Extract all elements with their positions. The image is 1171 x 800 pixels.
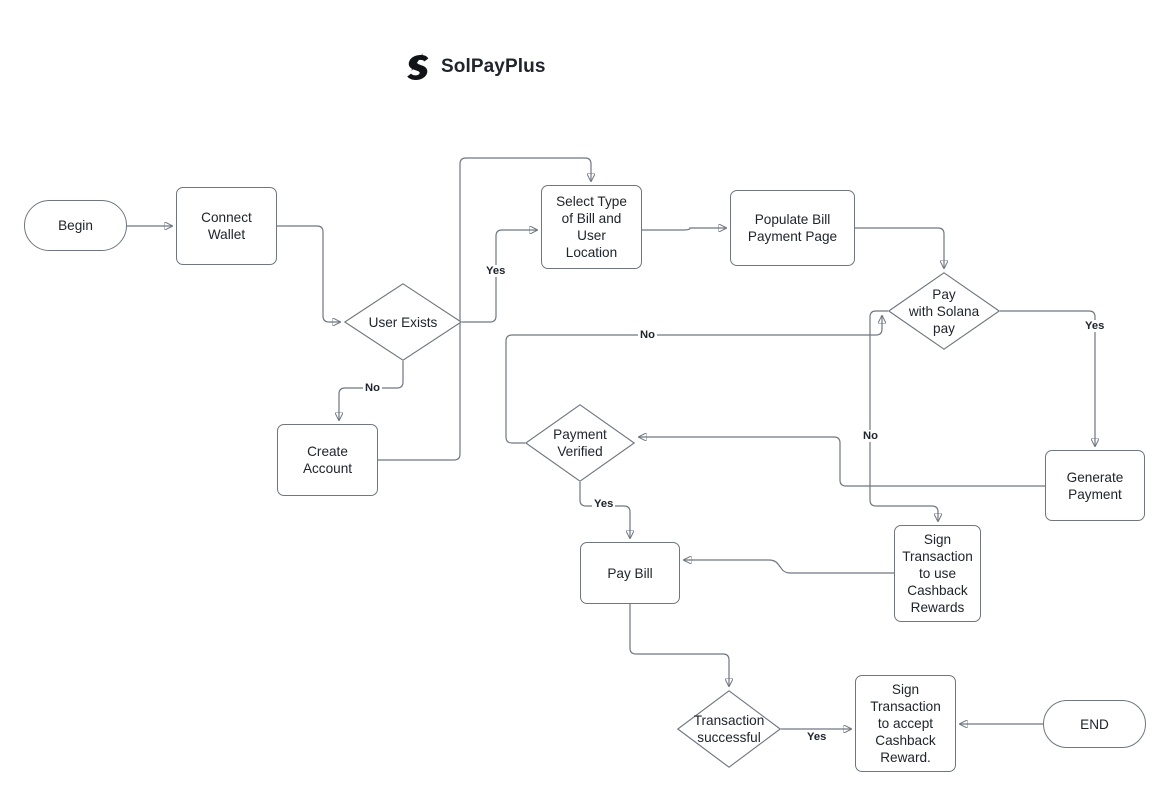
node-label-end: END [1080,716,1109,732]
node-payment-verif[interactable]: Payment Verified [525,404,635,482]
node-create-account[interactable]: Create Account [277,424,378,496]
edge-label-user-exists-no: No [363,382,382,394]
diamond-shape [525,404,635,482]
edge-populate-to-pay-solana [855,227,944,268]
node-label-select-type: Select Type of Bill and User Location [556,194,627,260]
edge-label-pay-solana-no: No [861,430,880,442]
edge-select-to-populate [642,228,726,230]
node-connect-wallet[interactable]: Connect Wallet [176,187,277,265]
edge-sign-use-to-pay-bill [684,560,894,574]
node-label-payment-verif: Payment Verified [553,427,607,459]
node-label-user-exists: User Exists [368,314,438,330]
node-label-sign-accept-cb: Sign Transaction to accept Cashback Rewa… [870,682,941,765]
node-populate-bill[interactable]: Populate Bill Payment Page [730,190,855,266]
node-generate-pay[interactable]: Generate Payment [1045,450,1145,521]
node-label-sign-use-cb: Sign Transaction to use Cashback Rewards [902,532,973,615]
diamond-shape [677,690,781,768]
node-sign-accept-cb[interactable]: Sign Transaction to accept Cashback Rewa… [855,675,956,772]
node-user-exists[interactable]: User Exists [344,283,462,361]
edge-verified-yes [579,482,630,538]
node-label-create-account: Create Account [302,444,353,476]
edge-label-pay-solana-yes: Yes [1083,320,1107,332]
node-label-pay-solana: Pay with Solana pay [908,286,980,336]
node-label-pay-bill: Pay Bill [607,565,653,581]
solpayplus-lightning-s-logo [407,52,429,80]
edge-pay-solana-no [869,310,938,521]
node-select-type[interactable]: Select Type of Bill and User Location [541,185,642,269]
edge-label-payment-verif-yes: Yes [592,498,616,510]
edge-verified-no [505,316,882,444]
edge-pay-bill-to-trans [629,604,729,686]
node-sign-use-cb[interactable]: Sign Transaction to use Cashback Rewards [894,525,981,622]
edge-label-user-exists-yes: Yes [484,265,508,277]
node-begin[interactable]: Begin [24,200,127,251]
edge-pay-solana-yes [1000,310,1095,446]
node-pay-bill[interactable]: Pay Bill [580,542,680,604]
node-label-begin: Begin [58,218,93,233]
edge-generate-to-verified [639,437,1045,487]
node-label-trans-success: Transaction successful [693,713,765,745]
app-name: SolPayPlus [441,56,546,77]
edge-label-trans-success-yes: Yes [805,731,829,743]
node-pay-solana[interactable]: Pay with Solana pay [888,272,1000,350]
node-label-generate-pay: Generate Payment [1066,469,1124,502]
edge-label-payment-verif-no: No [638,329,657,341]
diamond-shape [344,283,462,361]
node-trans-success[interactable]: Transaction successful [677,690,781,768]
edge-connect-to-user-exists [277,225,340,322]
node-label-populate-bill: Populate Bill Payment Page [747,212,838,244]
node-end[interactable]: END [1043,700,1146,748]
app-logo-wordmark: SolPayPlus [402,52,546,82]
diamond-shape [888,272,1000,350]
edge-create-to-select [378,157,591,461]
node-label-connect-wallet: Connect Wallet [201,210,252,242]
